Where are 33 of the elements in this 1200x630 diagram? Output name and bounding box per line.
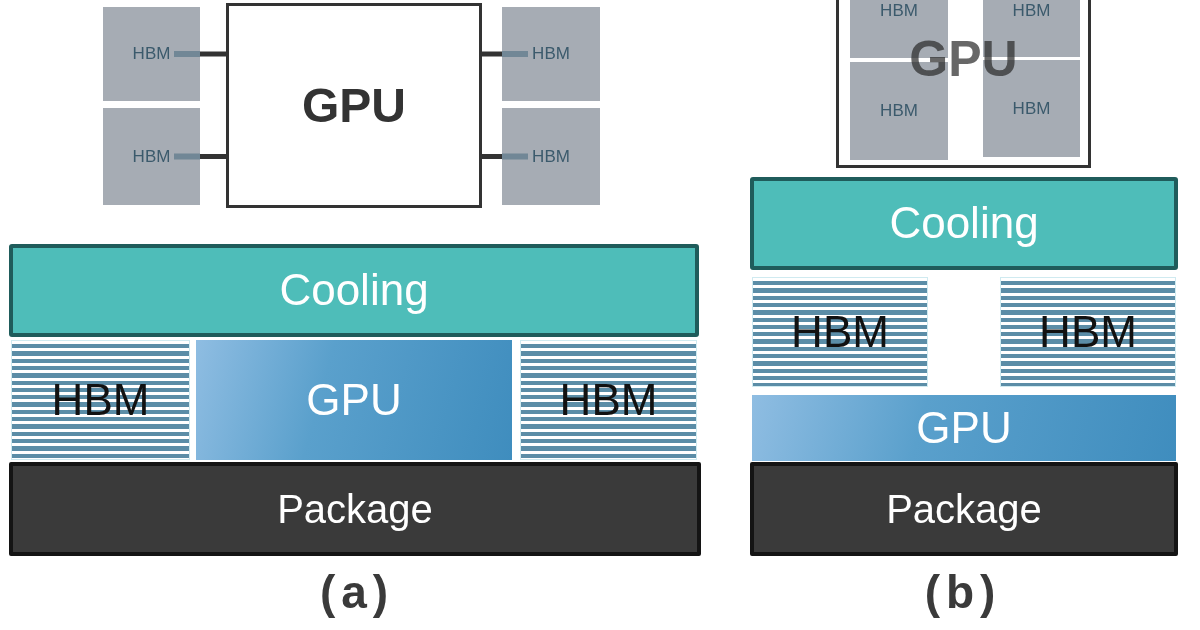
- chip-label: HBM: [880, 0, 918, 21]
- layer-label: Package: [277, 486, 433, 532]
- cooling-layer: [9, 244, 699, 337]
- die-label: GPU: [302, 77, 406, 134]
- layer-label: Cooling: [279, 265, 429, 316]
- layer-label: GPU: [306, 374, 402, 426]
- memory-chip: [502, 7, 600, 101]
- chip-label: HBM: [880, 101, 918, 121]
- interconnect-line: [482, 51, 502, 57]
- chip-label: HBM: [1012, 98, 1051, 119]
- chip-label: HBM: [132, 44, 171, 64]
- memory-chip: [103, 7, 200, 101]
- processor-die: [836, 0, 1091, 168]
- chip-label: HBM: [132, 146, 171, 167]
- chip-label: HBM: [1012, 0, 1051, 21]
- chip-label: HBM: [532, 44, 570, 64]
- memory-chip: [502, 108, 600, 205]
- layer-label: GPU: [916, 402, 1012, 454]
- processor-layer: [752, 395, 1176, 461]
- interconnect-line: [482, 154, 502, 159]
- processor-layer: [196, 340, 512, 460]
- layer-label: Cooling: [889, 198, 1039, 249]
- processor-die: [226, 3, 482, 208]
- memory-chip: [103, 108, 200, 205]
- interconnect-line: [200, 51, 226, 57]
- package-substrate: [9, 462, 701, 556]
- chip-label: HBM: [532, 146, 570, 167]
- panel-label: (a): [319, 566, 395, 619]
- layer-label: Package: [886, 486, 1042, 532]
- interconnect-line: [200, 154, 226, 159]
- panel-label: (b): [924, 566, 1002, 619]
- cooling-layer: [750, 177, 1178, 270]
- package-substrate: [750, 462, 1178, 556]
